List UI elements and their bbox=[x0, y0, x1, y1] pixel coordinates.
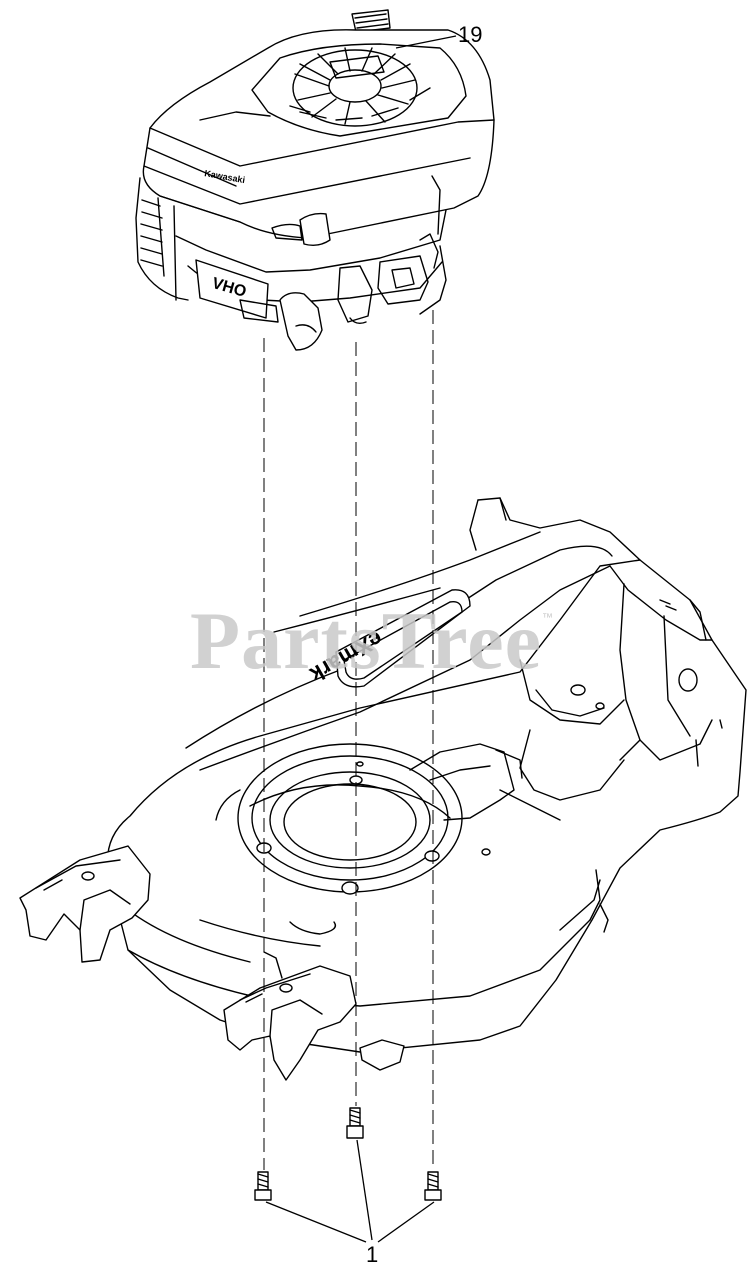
mower-deck bbox=[19, 497, 747, 1081]
bolt-left bbox=[254, 1171, 272, 1201]
watermark-trademark: ™ bbox=[542, 612, 553, 624]
bolt-center bbox=[346, 1107, 364, 1139]
callout-19: 19 bbox=[458, 22, 483, 47]
leader-lines bbox=[265, 35, 457, 1243]
bolt-right bbox=[424, 1171, 442, 1201]
alignment-lines bbox=[263, 310, 434, 1170]
engine-assembly bbox=[135, 9, 495, 351]
callout-1: 1 bbox=[366, 1242, 379, 1267]
watermark-text: PartsTree bbox=[190, 595, 543, 686]
mounting-bolts bbox=[254, 1107, 442, 1201]
